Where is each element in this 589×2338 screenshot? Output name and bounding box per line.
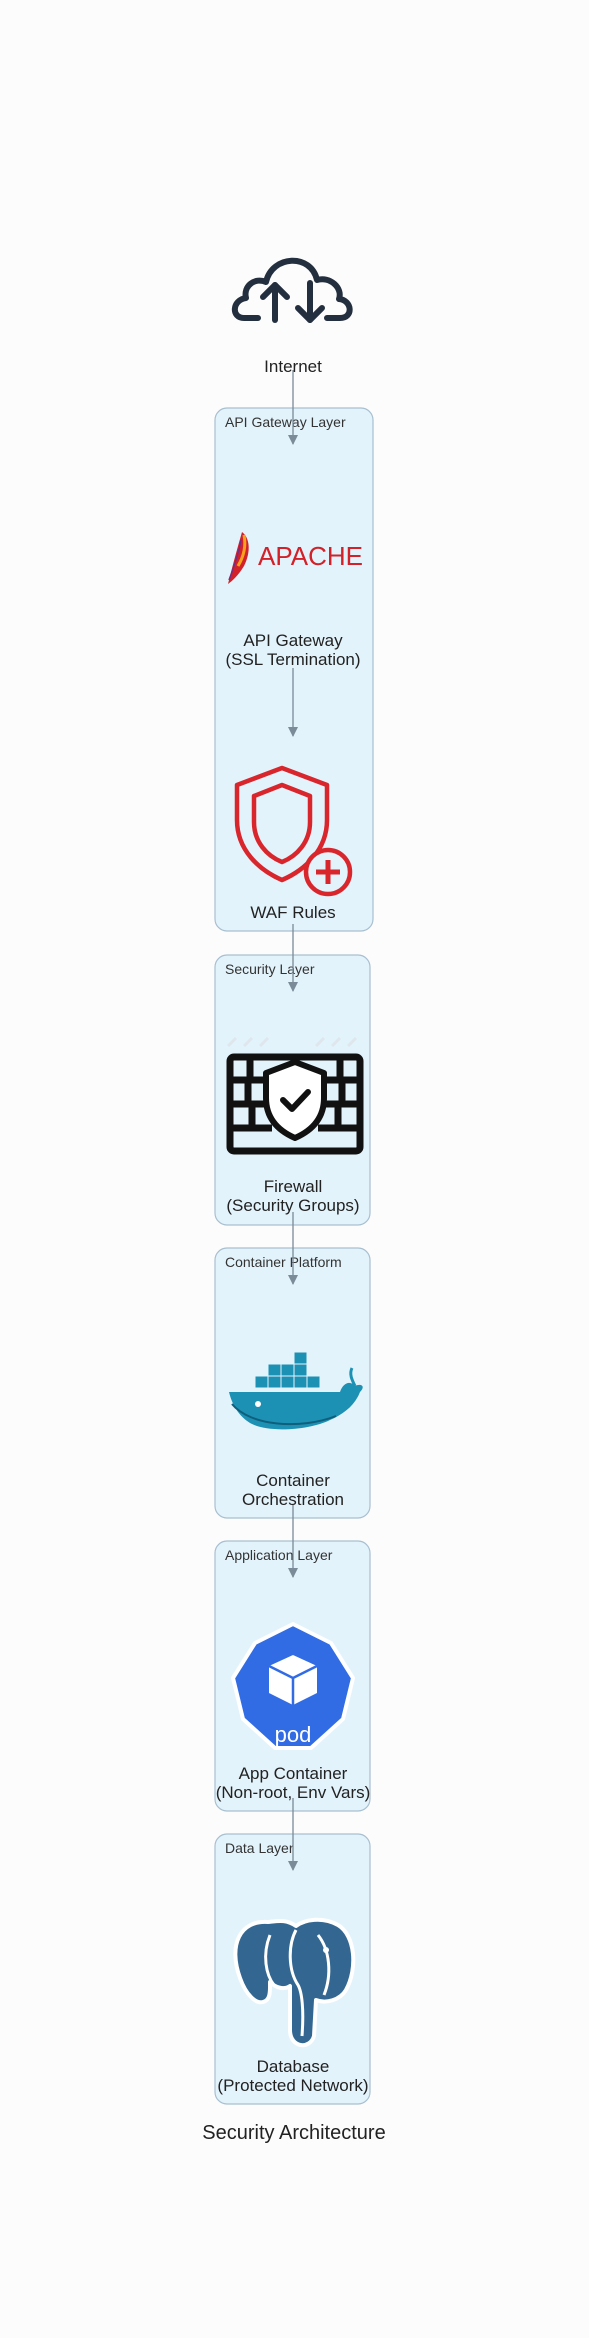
node-label-app-line1: App Container — [239, 1764, 348, 1783]
apache-logo-icon: APACHE — [228, 532, 363, 584]
node-label-container-line1: Container — [256, 1471, 330, 1490]
cluster-label-container-platform: Container Platform — [225, 1254, 342, 1270]
cluster-label-application-layer: Application Layer — [225, 1547, 333, 1563]
postgresql-elephant-icon — [233, 1917, 356, 2047]
node-database: Database (Protected Network) — [217, 1917, 369, 2095]
node-label-app-line2: (Non-root, Env Vars) — [216, 1783, 371, 1802]
shield-plus-icon — [234, 765, 353, 897]
node-firewall: Firewall (Security Groups) — [226, 1036, 364, 1215]
node-label-firewall-line1: Firewall — [264, 1177, 323, 1196]
node-api-gateway: APACHE API Gateway (SSL Termination) — [225, 532, 363, 669]
cluster-label-api-gateway-layer: API Gateway Layer — [225, 414, 346, 430]
node-label-firewall-line2: (Security Groups) — [226, 1196, 359, 1215]
cluster-label-data-layer: Data Layer — [225, 1840, 294, 1856]
firewall-shield-icon — [226, 1036, 364, 1155]
node-internet: Internet — [231, 257, 353, 376]
kubernetes-pod-icon: pod — [231, 1622, 355, 1750]
node-waf: WAF Rules — [234, 765, 353, 922]
node-label-database-line2: (Protected Network) — [217, 2076, 368, 2095]
node-app-container: pod App Container (Non-root, Env Vars) — [216, 1622, 371, 1802]
pod-icon-text: pod — [275, 1722, 312, 1747]
node-label-container-line2: Orchestration — [242, 1490, 344, 1509]
node-label-database-line1: Database — [257, 2057, 330, 2076]
diagram-title: Security Architecture — [202, 2122, 385, 2144]
docker-whale-icon — [229, 1351, 363, 1430]
apache-logo-text: APACHE — [258, 541, 363, 571]
node-label-waf: WAF Rules — [250, 903, 335, 922]
node-label-api-gateway-line1: API Gateway — [243, 631, 343, 650]
node-label-api-gateway-line2: (SSL Termination) — [225, 650, 360, 669]
node-label-internet: Internet — [264, 357, 322, 376]
cloud-upload-download-icon — [231, 257, 353, 323]
node-container-orchestration: Container Orchestration — [229, 1351, 363, 1509]
cluster-label-security-layer: Security Layer — [225, 961, 315, 977]
